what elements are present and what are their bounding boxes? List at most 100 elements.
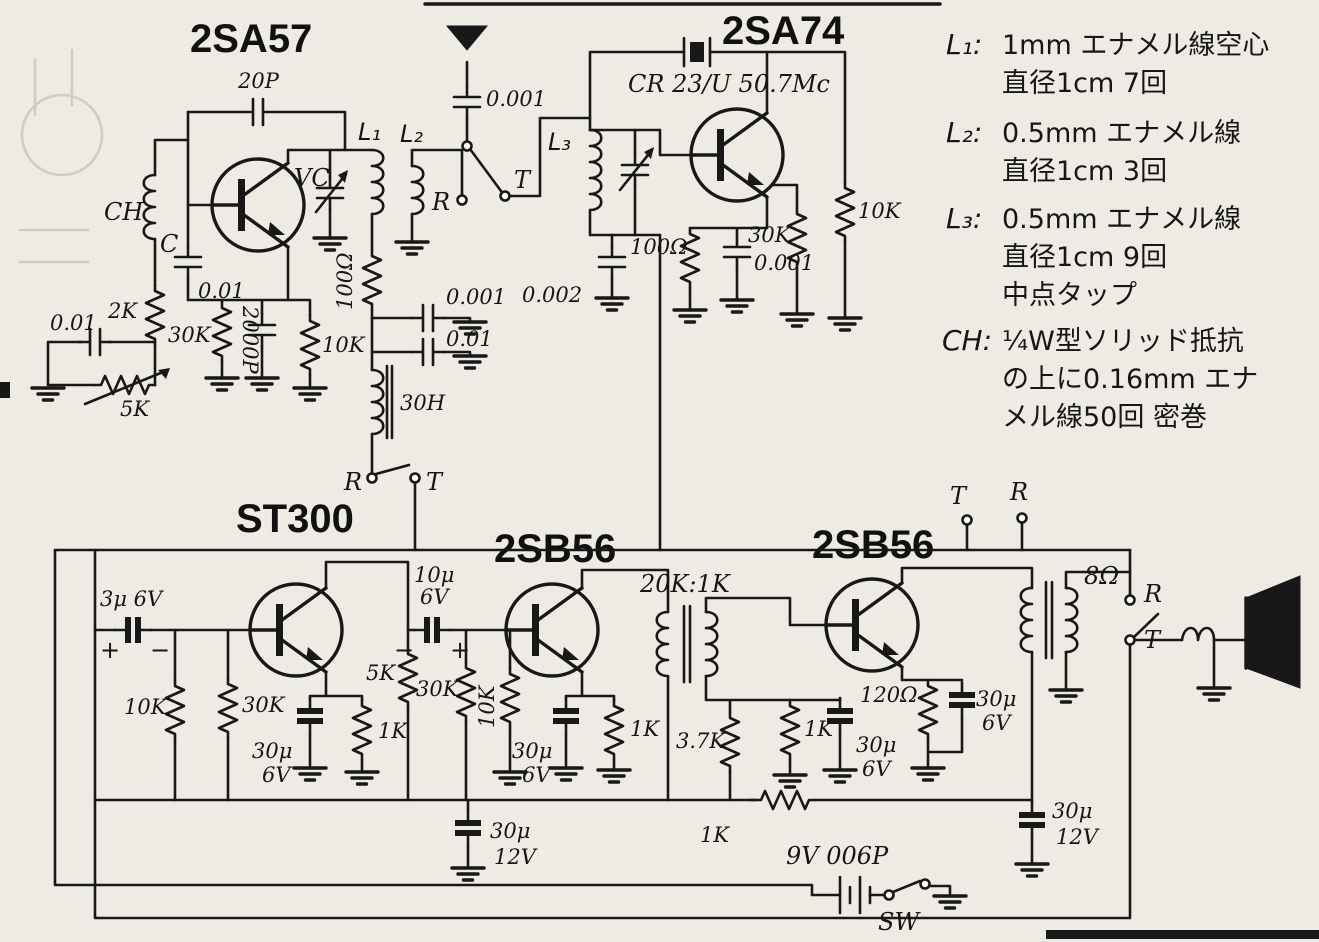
switch1-r-contact[interactable] [456,194,468,206]
ground-icon [719,298,755,314]
resistor-10k-audio [164,678,186,742]
transistor-st300 [248,582,344,678]
ground-icon [548,766,584,782]
label-plus: + [100,636,120,664]
label-8ohm: 8Ω [1084,562,1119,590]
ground-icon [1048,688,1084,704]
label-sw2-t: T [426,468,444,496]
label-5k-audio: 5K [366,661,396,685]
label-1k-c: 1K [804,717,834,741]
label-l3: L₃ [548,128,571,156]
label-30u-d-u: 6V [982,711,1012,735]
ground-icon [30,386,66,402]
ground-icon [594,296,630,312]
note-line: 直径1cm 3回 [1002,156,1167,187]
vc-arrow-line [314,172,348,214]
label-30u-e-v: 30μ [1052,799,1092,823]
label-30u-e-u: 12V [1056,825,1100,849]
ground-icon [827,316,863,332]
label-30k-audio-b: 30K [416,677,460,701]
speaker-icon [1180,575,1301,689]
label-1k-a: 1K [378,719,408,743]
label-5k: 5K [120,397,150,421]
label-10u-u: 6V [420,585,450,609]
resistor-30k-audio-a [217,676,239,740]
label-0002: 0.002 [522,283,582,307]
label-30k: 30K [168,323,212,347]
label-c-value: 0.01 [198,279,245,303]
label-100ohm: 100Ω [333,253,357,311]
label-1k-b: 1K [630,717,660,741]
resistor-30k [211,300,233,364]
label-120ohm: 120Ω [860,683,918,707]
switch4-r-contact[interactable] [1124,594,1136,606]
switch4-t-contact[interactable] [1124,634,1136,646]
osc-wiring [588,50,847,552]
label-10k-osc: 10K [858,199,902,223]
label-xfmr-ratio: 20K:1K [639,570,732,598]
ground-icon [394,240,430,256]
label-30u-c-v: 30μ [856,733,896,757]
resistor-2k [144,283,166,347]
capacitor-30u-d [947,680,977,720]
transistor-label-2sa74: 2SA74 [722,9,845,53]
label-30u-a-v: 30μ [252,739,292,763]
label-0001-osc: 0.001 [754,251,814,275]
capacitor-20p [240,97,276,127]
ground-icon [772,773,808,789]
transistor-label-2sb56-2: 2SB56 [812,523,934,567]
ground-icon [344,770,380,786]
label-vc: VC [294,164,330,192]
switch2-t-contact[interactable] [409,472,421,484]
label-l2: L₂ [400,120,423,148]
label-001: 0.01 [446,327,493,351]
label-antenna-cap: 0.001 [486,87,546,111]
scan-blot [0,382,10,398]
choke-30h [370,368,385,436]
label-30u-d-v: 30μ [976,687,1016,711]
switch1-t-contact[interactable] [499,190,511,202]
ground-icon [450,866,486,882]
power-switch-contact-a[interactable] [883,889,895,901]
pot-arrow [158,368,170,379]
resistor-1k-supply [753,789,817,811]
label-input-cap: 0.01 [50,311,97,335]
label-20p: 20P [237,69,280,93]
capacitor-001 [410,337,446,367]
ground-icon [672,308,708,324]
label-c: C [160,230,178,258]
label-30u-b-v: 30μ [512,739,552,763]
power-switch-contact-b[interactable] [919,878,931,890]
switch3-t-contact[interactable] [961,514,973,526]
switch1-common-contact[interactable] [461,140,473,152]
capacitor-30u-12v-left [453,808,483,848]
label-sw2-r: R [343,468,362,496]
label-sw3-t: T [950,482,968,510]
label-10u-v: 10μ [414,563,454,587]
ground-icon [1196,686,1232,702]
resistor-1k-a [351,698,373,762]
label-sw3-r: R [1009,478,1028,506]
transistor-2sb56-2 [824,577,920,673]
antenna-icon [445,25,489,51]
label-30h: 30H [400,391,446,415]
osc-stage-2sa74: 2SA74 [522,9,902,552]
capacitor-30u-12v-right [1017,800,1047,840]
capacitor-3u-input [113,615,153,645]
note-term: L₂: [946,116,982,149]
label-3-7k: 3.7K [676,729,726,753]
label-2000p: 2000P [238,305,262,374]
label-minus2: − [394,636,414,664]
transistor-label-st300: ST300 [236,497,354,541]
notes-panel: L₁: 1mm エナメル線空心 直径1cm 7回 L₂: 0.5mm エナメル線… [942,28,1269,433]
note-line: 中点タップ [1002,280,1137,311]
resistor-100ohm [361,248,383,312]
choke-ch [142,173,157,241]
note-line: メル線50回 密巻 [1002,402,1207,433]
switch2-r-contact[interactable] [366,472,378,484]
note-line: 直径1cm 9回 [1002,242,1167,273]
switch3-r-contact[interactable] [1016,512,1028,524]
audio-wiring [53,521,1248,920]
label-30k-osc: 30K [748,223,792,247]
